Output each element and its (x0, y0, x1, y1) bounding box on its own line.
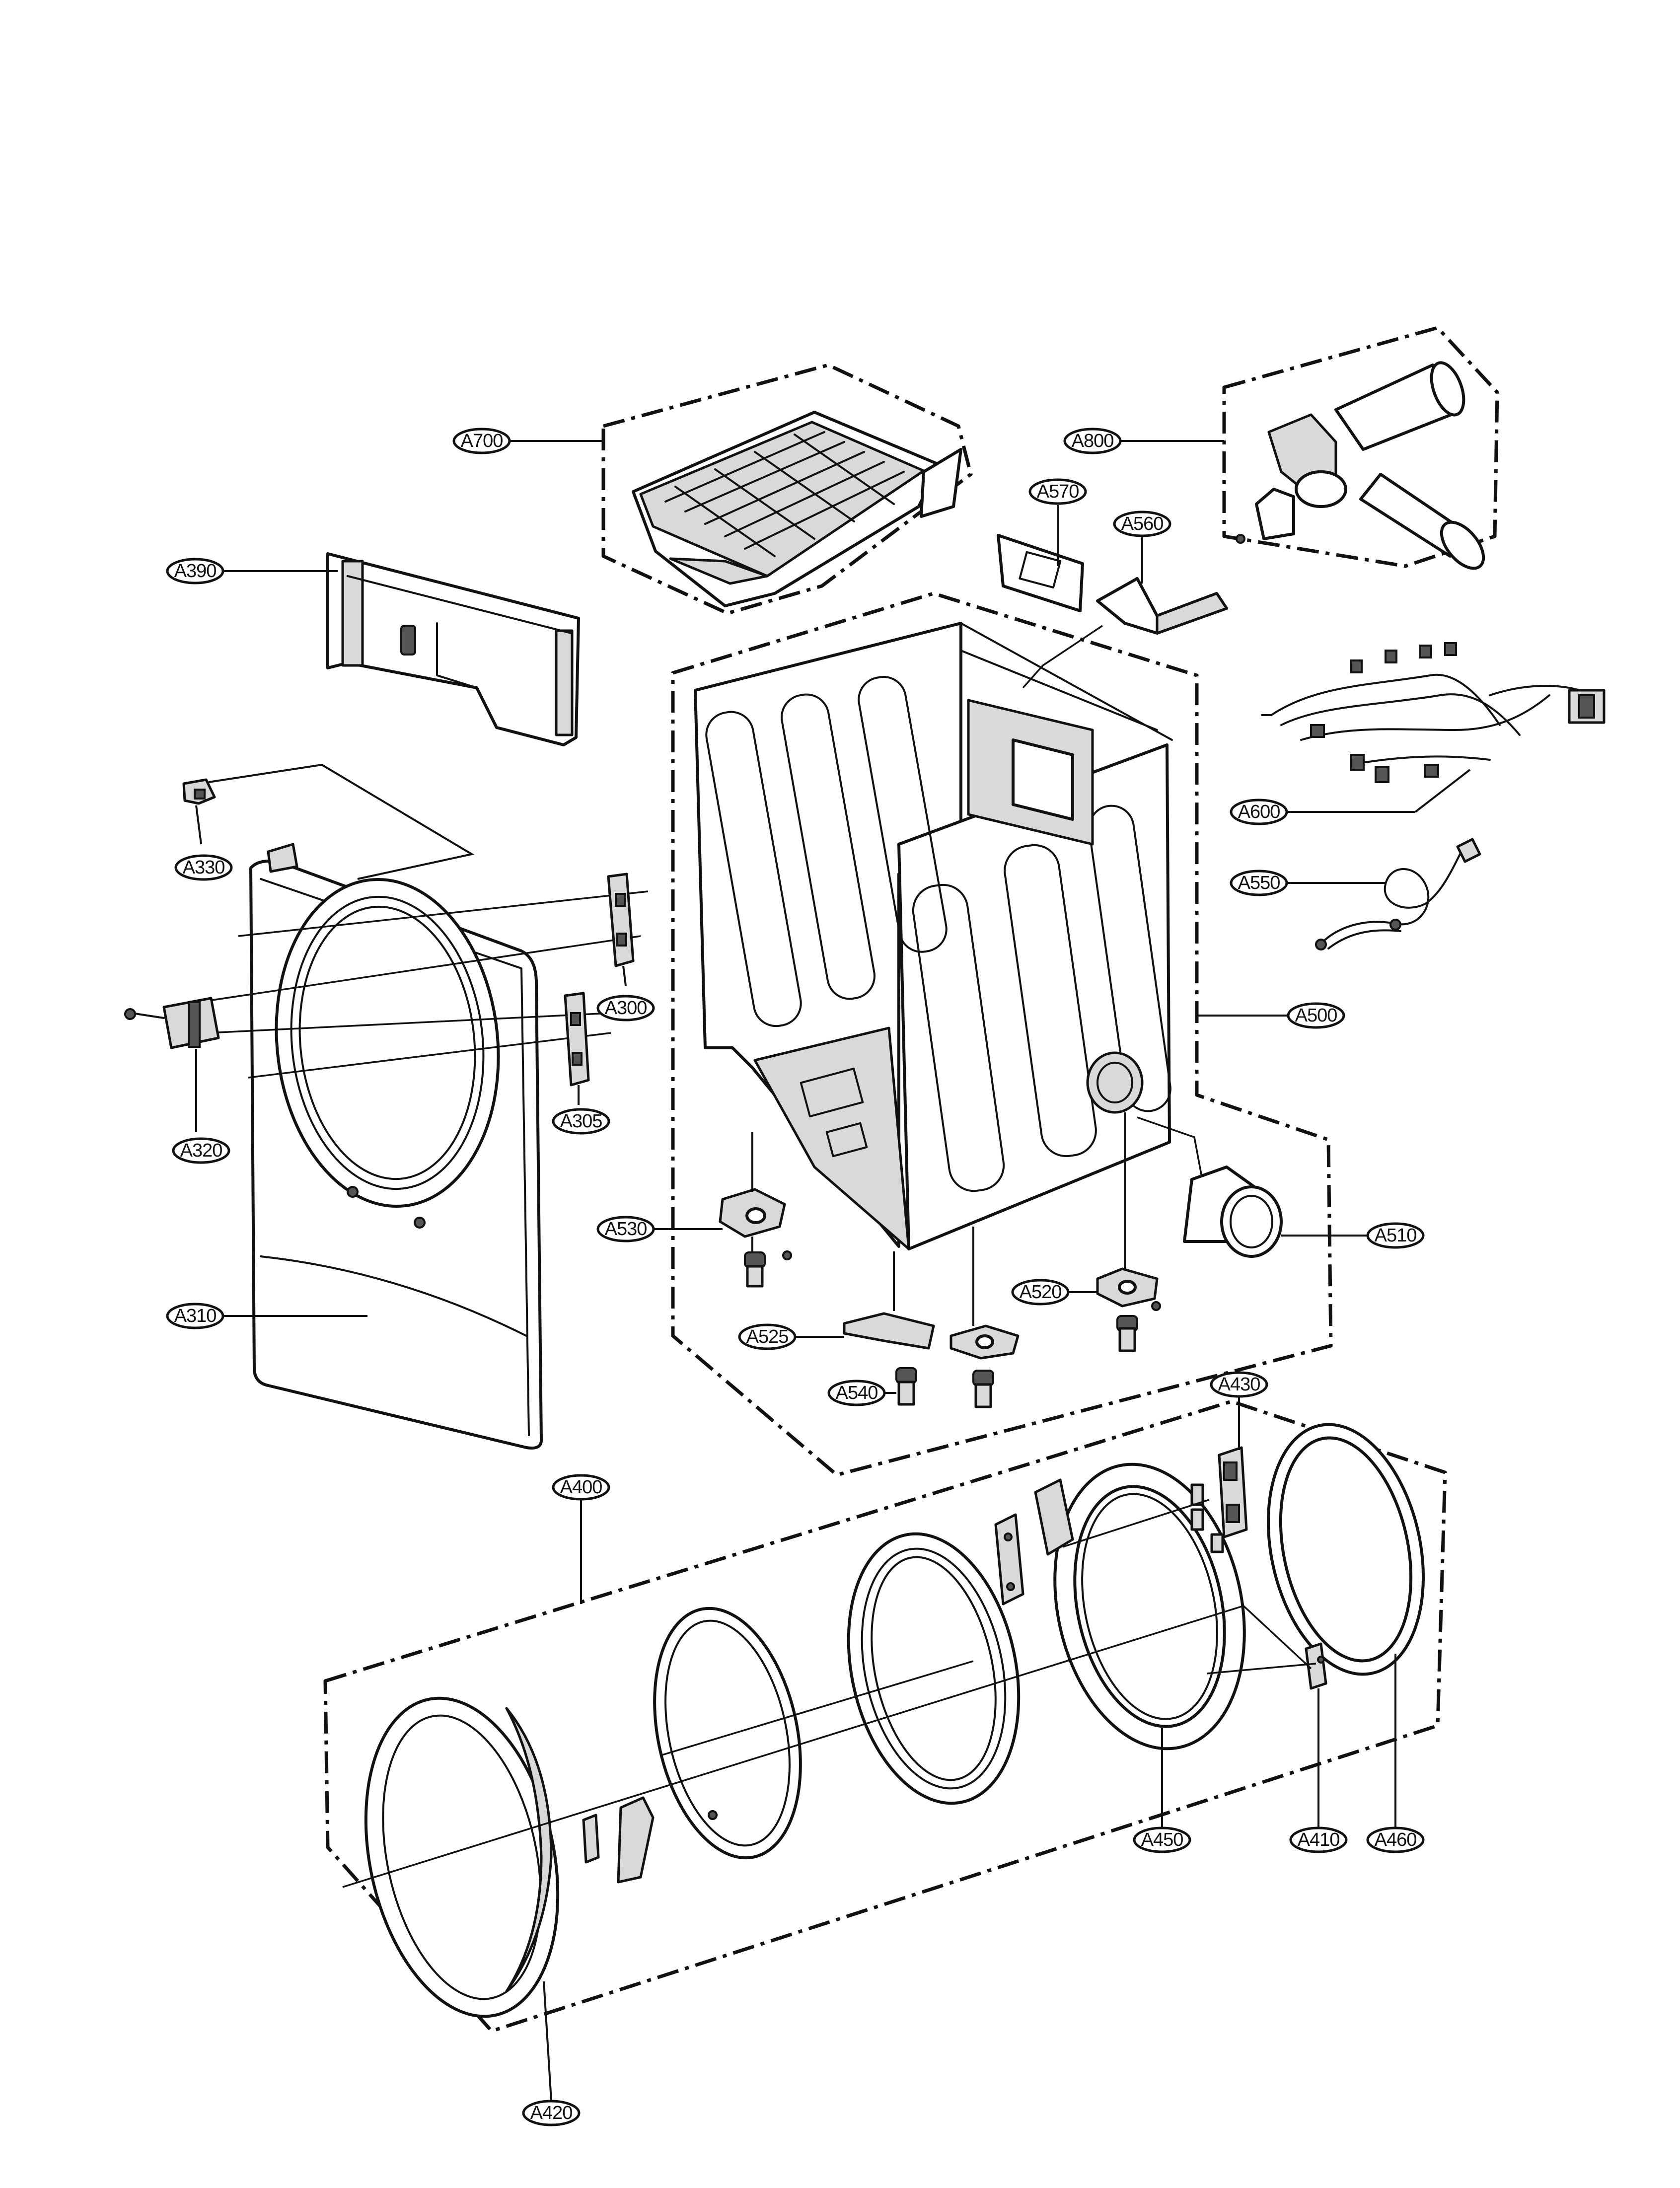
callout-a330: A330 (174, 854, 233, 881)
callout-label: A800 (1072, 431, 1114, 451)
callout-a320: A320 (172, 1137, 230, 1164)
door-glass-part (847, 1532, 1021, 1805)
duct-kit-boundary (1222, 326, 1499, 568)
leveling-foot-1 (744, 1251, 766, 1288)
door-handle-part (582, 1796, 718, 1884)
door-assembly-group (323, 1396, 1447, 2101)
callout-label: A320 (180, 1140, 222, 1161)
wire-harness-part (1261, 642, 1606, 813)
callout-label: A560 (1121, 513, 1164, 534)
callout-label: A390 (174, 561, 217, 582)
callout-a550: A550 (1230, 870, 1288, 896)
cabinet-assembly-group (671, 591, 1333, 1477)
hinge-axis-lines (208, 890, 649, 1079)
door-hinge-block-part (124, 997, 220, 1132)
callout-a450: A450 (1133, 1826, 1191, 1853)
callout-a530: A530 (596, 1216, 655, 1242)
callout-a510: A510 (1366, 1222, 1425, 1249)
callout-a400: A400 (552, 1474, 610, 1501)
callout-a560: A560 (1113, 511, 1171, 537)
callout-label: A510 (1375, 1225, 1417, 1246)
callout-a800: A800 (1063, 428, 1122, 454)
callout-a500: A500 (1287, 1002, 1345, 1029)
callout-label: A450 (1141, 1829, 1183, 1850)
door-outer-part (364, 1696, 560, 2018)
callout-a420: A420 (522, 2100, 581, 2126)
callout-label: A520 (1020, 1282, 1062, 1303)
leg-bracket-a520-part (1068, 1112, 1161, 1311)
cabinet-group-boundary (671, 591, 1333, 1477)
callout-label: A420 (530, 2103, 573, 2123)
duct-kit-group (1120, 326, 1499, 570)
callout-label: A330 (183, 857, 225, 878)
leveling-foot-4 (1116, 1315, 1138, 1352)
rack-assembly-group (509, 363, 973, 615)
duct-kit-part (1236, 361, 1485, 570)
drying-rack-part (632, 411, 962, 607)
hinge-clip-part (182, 763, 475, 880)
callout-label: A430 (1218, 1374, 1260, 1395)
door-hinge-a430-part (1190, 1396, 1248, 1553)
door-latch-a410-part (1305, 1642, 1327, 1827)
callout-a430: A430 (1210, 1371, 1268, 1398)
cabinet-part (694, 622, 1173, 1250)
leg-bracket-a530-part (653, 1132, 792, 1260)
callout-label: A525 (746, 1326, 789, 1347)
callout-a310: A310 (166, 1303, 224, 1329)
callout-a700: A700 (452, 428, 511, 454)
callout-label: A400 (560, 1477, 602, 1498)
callout-a460: A460 (1366, 1826, 1425, 1853)
door-hinge-plate-part (994, 1513, 1024, 1605)
callout-label: A530 (605, 1219, 647, 1240)
bracket-a570-part (997, 505, 1084, 612)
exhaust-duct-part (1137, 1116, 1368, 1258)
door-frame-part (1034, 1462, 1246, 1750)
callout-label: A570 (1037, 481, 1079, 502)
callout-a570: A570 (1028, 478, 1087, 505)
callout-label: A540 (836, 1383, 878, 1403)
callout-a600: A600 (1230, 799, 1288, 825)
leg-bracket-center-part (950, 1227, 1020, 1360)
callout-label: A410 (1298, 1829, 1340, 1850)
upper-hinge-part (607, 873, 635, 986)
lower-hinge-part (564, 992, 590, 1105)
leg-bracket-a525-part (795, 1251, 935, 1350)
callout-a390: A390 (166, 558, 224, 584)
callout-a305: A305 (552, 1108, 610, 1135)
door-seal-part (1266, 1423, 1425, 1676)
callout-label: A460 (1375, 1829, 1417, 1850)
leveling-foot-3 (972, 1370, 994, 1408)
callout-label: A310 (174, 1306, 217, 1326)
callout-label: A300 (605, 998, 647, 1019)
callout-a410: A410 (1289, 1826, 1348, 1853)
callout-label: A500 (1295, 1005, 1337, 1026)
callout-label: A305 (560, 1111, 602, 1132)
door-group-boundary (323, 1399, 1447, 2033)
back-panel-part (222, 552, 580, 746)
callout-a520: A520 (1011, 1279, 1070, 1306)
front-panel-part (222, 843, 543, 1450)
callout-a300: A300 (596, 995, 655, 1021)
rack-group-boundary (601, 363, 973, 615)
callout-label: A700 (461, 431, 503, 451)
door-gasket-part (653, 1606, 802, 1860)
callout-label: A600 (1238, 802, 1280, 822)
duct-a560-part (1022, 537, 1228, 689)
callout-a525: A525 (738, 1323, 797, 1350)
callout-label: A550 (1238, 873, 1280, 893)
power-cord-part (1286, 838, 1481, 950)
leveling-foot-2 (884, 1367, 917, 1406)
callout-a540: A540 (827, 1380, 886, 1406)
